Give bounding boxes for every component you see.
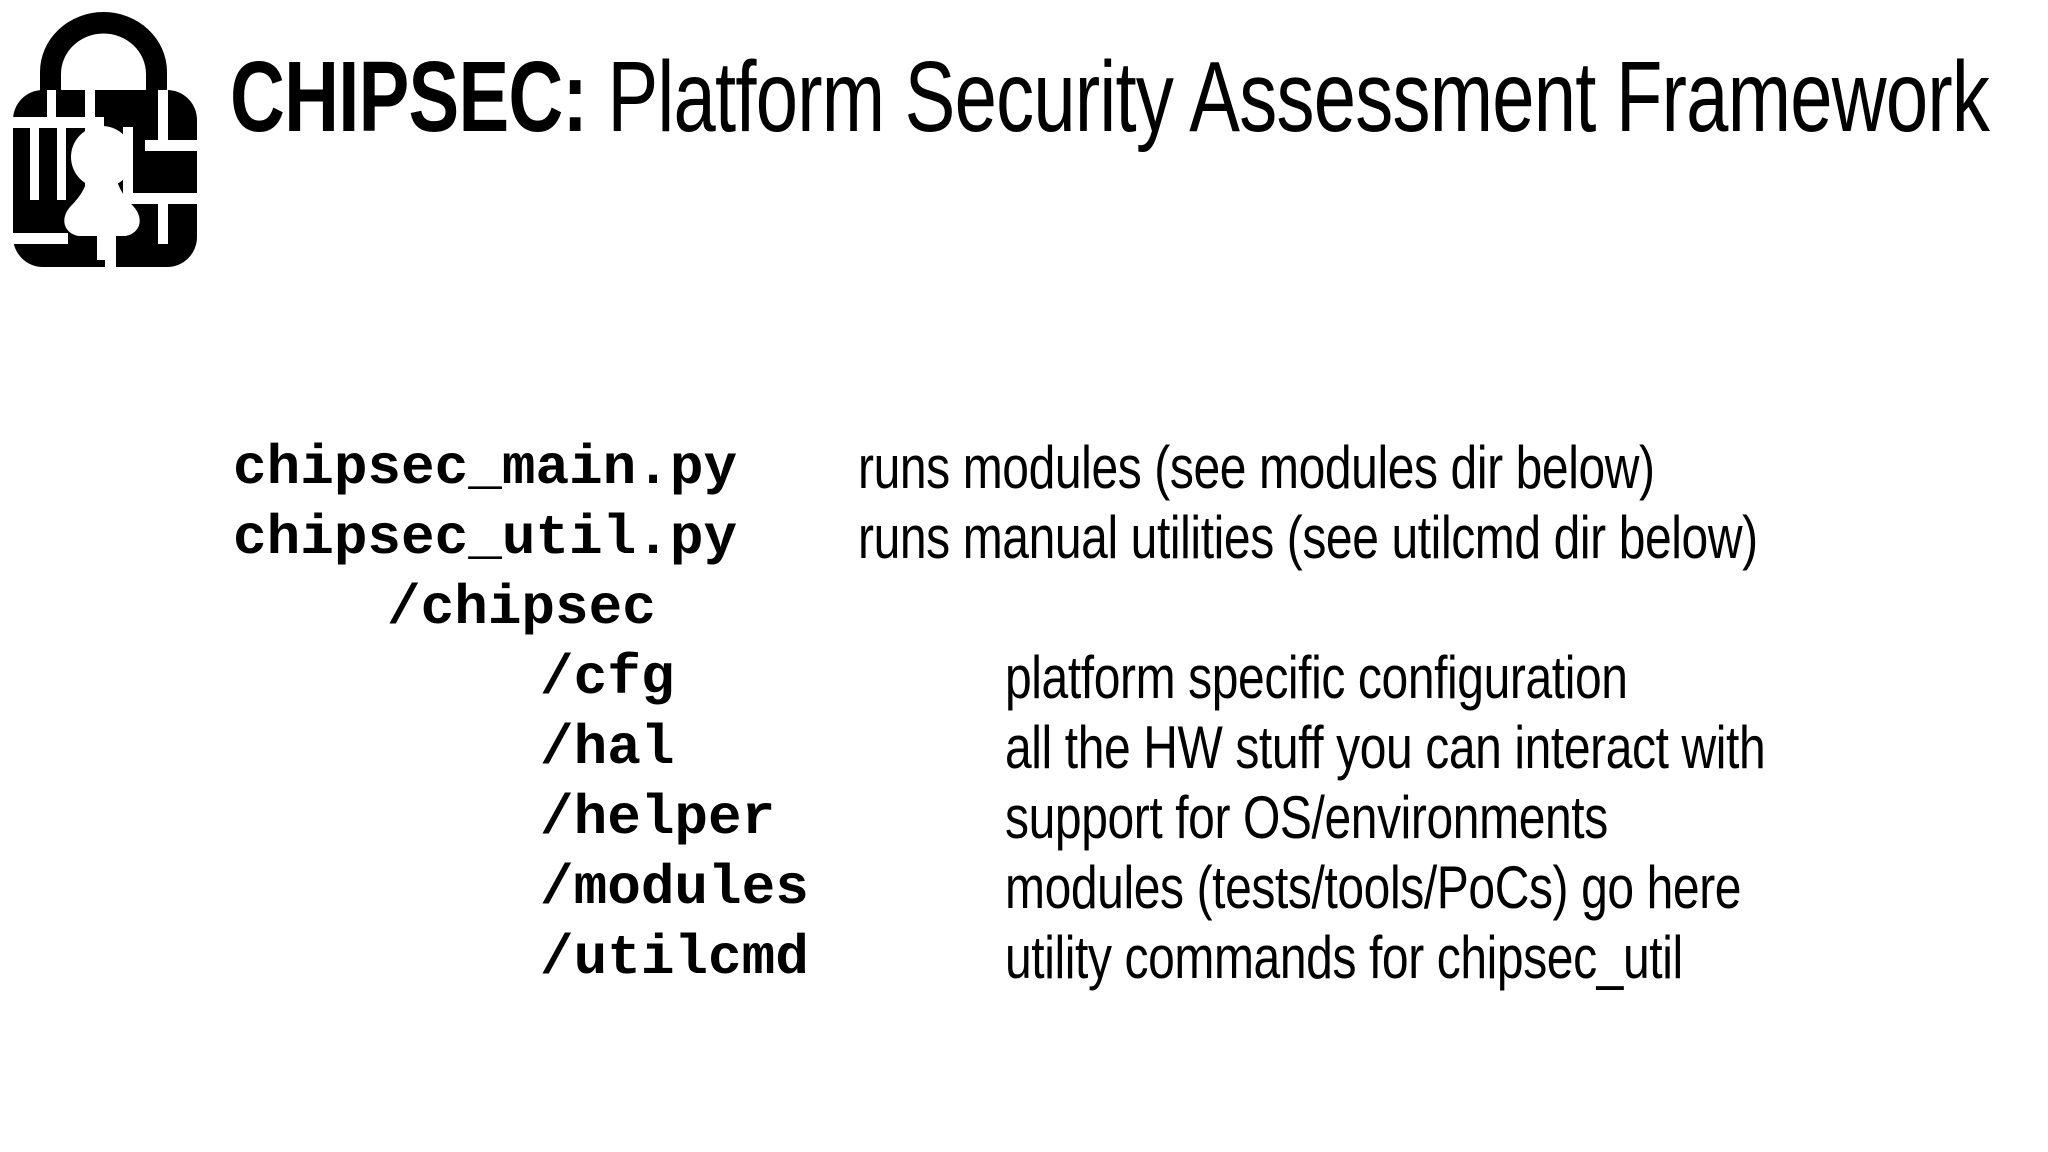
dir-path: /chipsec — [387, 576, 656, 640]
dir-path: /cfg — [540, 646, 675, 710]
file-description: runs manual utilities (see utilcmd dir b… — [858, 504, 1758, 571]
dir-description: platform specific configuration — [1005, 644, 1628, 711]
listing-row-modules: /modules modules (tests/tools/PoCs) go h… — [233, 853, 2033, 923]
listing-row-utilcmd: /utilcmd utility commands for chipsec_ut… — [233, 923, 2033, 993]
listing-row-hal: /hal all the HW stuff you can interact w… — [233, 713, 2033, 783]
dir-description: support for OS/environments — [1005, 784, 1608, 851]
dir-description: modules (tests/tools/PoCs) go here — [1005, 854, 1742, 921]
dir-path: /helper — [540, 786, 776, 850]
dir-path: /hal — [540, 716, 675, 780]
listing-row-chipsec-dir: /chipsec — [233, 573, 2033, 643]
dir-path: /modules — [540, 856, 809, 920]
listing-row-cfg: /cfg platform specific configuration — [233, 643, 2033, 713]
chipsec-jail-lock-logo-icon — [13, 12, 197, 267]
dir-description: utility commands for chipsec_util — [1005, 924, 1683, 991]
file-path: chipsec_util.py — [233, 506, 738, 570]
listing-row-chipsec-util: chipsec_util.py runs manual utilities (s… — [233, 503, 2033, 573]
file-description: runs modules (see modules dir below) — [858, 434, 1655, 501]
title-brand: CHIPSEC: — [230, 41, 588, 153]
listing-row-chipsec-main: chipsec_main.py runs modules (see module… — [233, 433, 2033, 503]
dir-description: all the HW stuff you can interact with — [1005, 714, 1766, 781]
listing-row-helper: /helper support for OS/environments — [233, 783, 2033, 853]
page-title: CHIPSEC: Platform Security Assessment Fr… — [230, 40, 1990, 155]
dir-path: /utilcmd — [540, 926, 809, 990]
directory-listing: chipsec_main.py runs modules (see module… — [233, 433, 2033, 993]
file-path: chipsec_main.py — [233, 436, 738, 500]
title-subtitle: Platform Security Assessment Framework — [607, 41, 1990, 153]
